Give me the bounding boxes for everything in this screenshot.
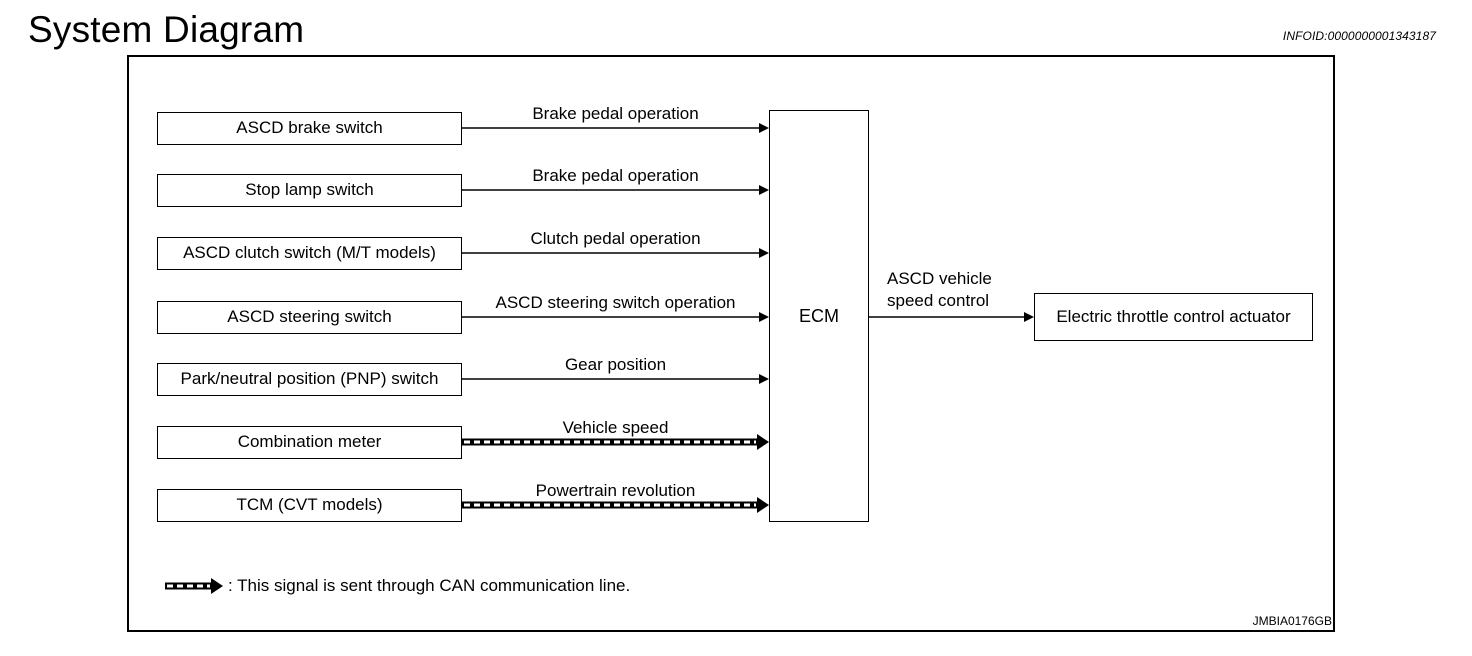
- signal-label: Clutch pedal operation: [530, 229, 701, 248]
- input-label: Combination meter: [237, 432, 382, 451]
- figure-id: JMBIA0176GB: [1252, 614, 1332, 628]
- input-box-ascd-steering-switch: ASCD steering switch: [157, 300, 462, 334]
- signal-label: Gear position: [564, 355, 667, 374]
- info-id: INFOID:0000000001343187: [1282, 29, 1436, 43]
- output-signal-line1: ASCD vehicle: [887, 269, 992, 288]
- electric-throttle-actuator-label: Electric throttle control actuator: [1056, 307, 1291, 326]
- electric-throttle-actuator-box: Electric throttle control actuator: [1034, 293, 1313, 341]
- ecm-label: ECM: [799, 305, 839, 326]
- input-label: TCM (CVT models): [236, 495, 383, 514]
- signal-label: Powertrain revolution: [535, 481, 696, 500]
- signal-label: ASCD steering switch operation: [495, 293, 736, 312]
- legend-text: : This signal is sent through CAN commun…: [228, 576, 631, 595]
- arrowhead: [757, 434, 769, 450]
- arrowhead: [759, 312, 769, 322]
- input-box-ascd-brake-switch: ASCD brake switch: [157, 111, 462, 145]
- input-box-park-neutral-position-pnp-switch: Park/neutral position (PNP) switch: [157, 362, 462, 396]
- input-label: ASCD steering switch: [227, 307, 392, 326]
- ecm-box: ECM: [769, 110, 869, 522]
- arrowhead: [757, 497, 769, 513]
- signal-label: Brake pedal operation: [532, 166, 699, 185]
- input-box-stop-lamp-switch: Stop lamp switch: [157, 173, 462, 207]
- arrowhead: [759, 248, 769, 258]
- arrowhead: [759, 374, 769, 384]
- input-label: ASCD brake switch: [236, 118, 383, 137]
- input-box-ascd-clutch-switch-m-t-models: ASCD clutch switch (M/T models): [157, 236, 462, 270]
- page-title: System Diagram: [28, 9, 305, 50]
- signal-label: Brake pedal operation: [532, 104, 699, 123]
- arrowhead: [1024, 312, 1034, 322]
- input-box-tcm-cvt-models: TCM (CVT models): [157, 488, 462, 522]
- arrowhead: [759, 123, 769, 133]
- output-signal-label: ASCD vehicle speed control: [887, 268, 992, 312]
- signal-label: Vehicle speed: [562, 418, 669, 437]
- output-signal-line2: speed control: [887, 291, 990, 310]
- arrowhead: [759, 185, 769, 195]
- input-label: Park/neutral position (PNP) switch: [180, 369, 439, 388]
- input-label: Stop lamp switch: [245, 180, 374, 199]
- diagram-frame: [127, 55, 1335, 632]
- legend-arrowhead: [211, 578, 223, 594]
- input-label: ASCD clutch switch (M/T models): [183, 243, 436, 262]
- input-box-combination-meter: Combination meter: [157, 425, 462, 459]
